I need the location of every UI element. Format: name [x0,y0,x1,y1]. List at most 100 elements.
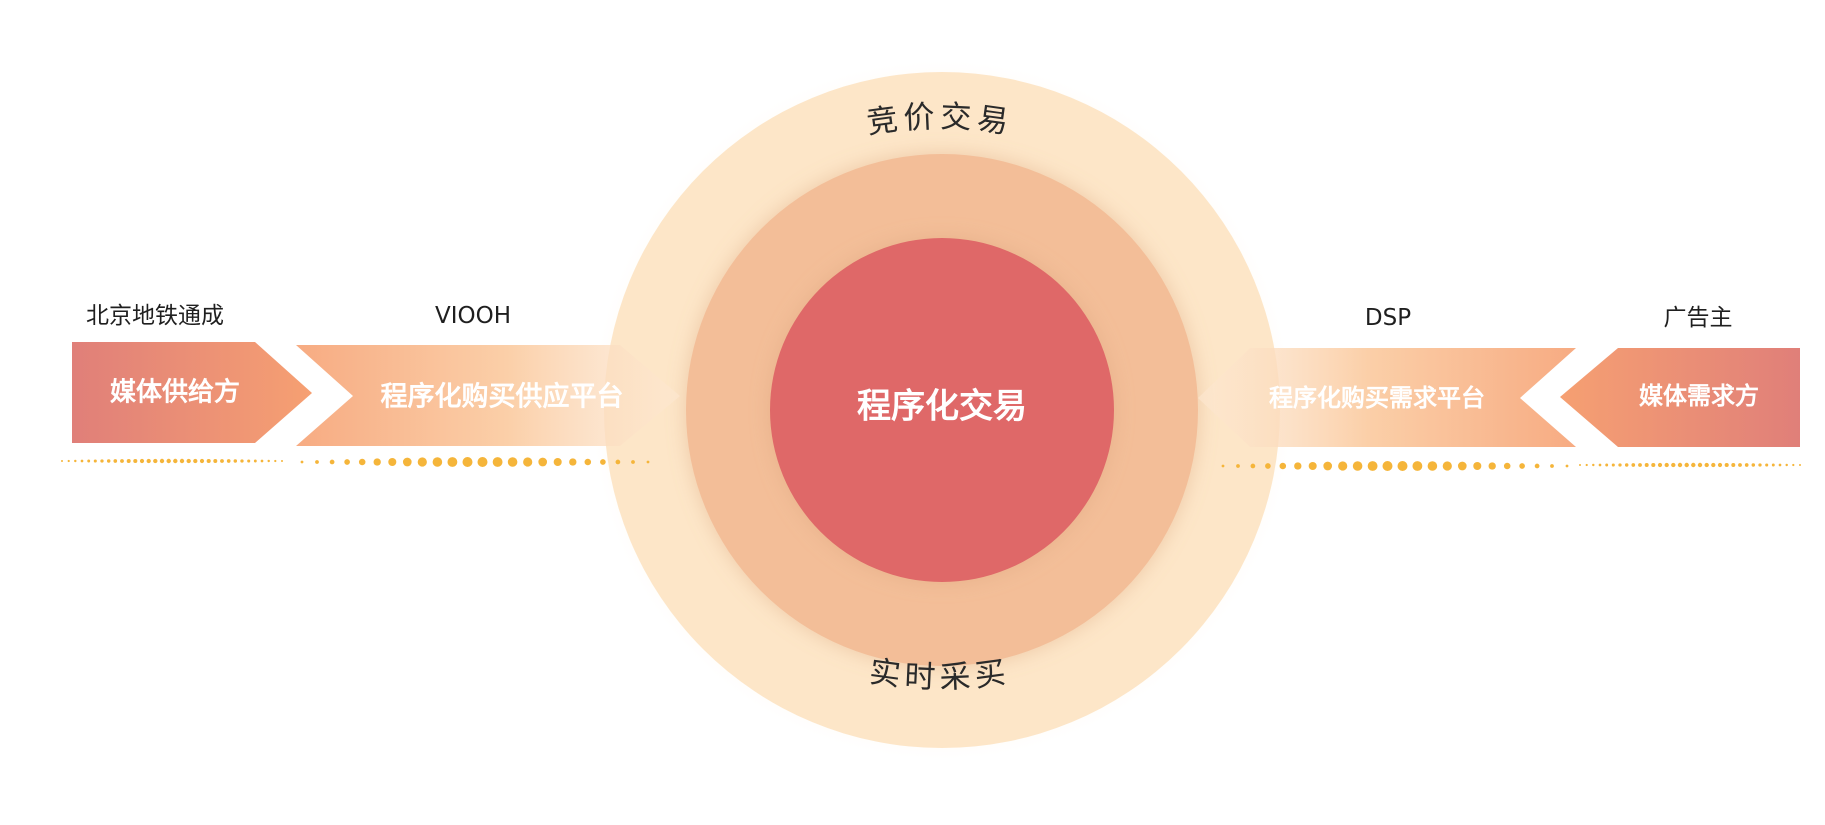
dot [1250,463,1256,469]
dot [166,458,171,464]
dot [388,457,397,467]
dot [281,460,283,462]
supply-platform-box-label: 程序化购买供应平台 [381,381,624,413]
dot [193,458,198,464]
dot [1611,463,1615,467]
dot [1338,461,1348,471]
dot [240,459,244,463]
dot [1765,463,1769,467]
dot [220,459,224,463]
dot [260,459,264,463]
dot [1771,463,1775,467]
dot [1618,463,1622,467]
dot [100,459,104,463]
dot [646,460,650,464]
dot [1644,463,1649,467]
dot [173,458,178,464]
dot [233,459,238,463]
demand-platform-name: DSP [1365,305,1411,331]
dot [1738,463,1742,467]
dot [1744,463,1749,467]
supplier-box [72,342,312,443]
ring-bottom-label: 实时采买 [867,654,1013,696]
dot [1624,463,1629,467]
dot [1631,463,1636,467]
ring-top-label: 竞价交易 [865,99,1016,141]
dot [1442,461,1452,471]
dot [553,457,562,467]
dot [179,458,185,464]
dotted-line-left-platform [300,457,650,467]
dot [402,457,412,467]
dot [1323,461,1333,471]
dot [1382,461,1393,471]
dot [1704,462,1709,468]
supplier-name: 北京地铁通成 [86,303,224,329]
dot [1651,462,1656,468]
dotted-line-left-supplier [61,458,283,464]
dot [67,459,70,463]
dot [159,458,165,464]
dot [1473,461,1482,471]
dot [1579,464,1581,466]
dot [1550,464,1554,468]
dot [139,458,145,464]
demand-box [1560,348,1800,447]
dot [631,460,635,464]
dot [569,458,577,466]
dot [523,457,533,467]
dot [1308,461,1317,471]
dot [1657,462,1663,468]
dot [432,457,443,467]
dot [1534,463,1540,469]
dot [477,457,488,467]
dot [373,458,381,466]
dot [1294,462,1302,470]
dot [126,459,131,463]
supply-platform-name: VIOOH [435,303,511,329]
dot [1799,464,1801,466]
dot [120,459,124,463]
dot [344,459,350,465]
dot [1717,462,1723,468]
dot [1427,461,1438,471]
dot [600,459,606,465]
supply-platform-box [296,345,680,446]
dot [1412,461,1423,471]
dotted-line-right-demand [1579,462,1801,468]
dot [1751,463,1756,467]
dot [1638,463,1642,467]
dot [1731,463,1736,467]
dot [1279,462,1287,470]
core-circle [770,238,1114,582]
dot [133,458,138,464]
dot [93,459,97,463]
dot [1691,462,1696,468]
dot [1724,462,1729,468]
dot [1503,462,1511,470]
dot [1785,463,1788,467]
dot [1236,464,1240,468]
demand-box-label: 媒体需求方 [1639,382,1759,410]
dot [492,457,503,467]
dot [1352,461,1363,471]
dot [1488,462,1496,470]
dot [1758,463,1762,467]
dot [199,458,205,464]
dot [315,460,319,464]
dot [1711,462,1716,468]
dot [447,457,458,467]
demand-name: 广告主 [1664,305,1733,331]
core-label: 程序化交易 [857,387,1027,427]
dot [417,457,427,467]
dot [1605,463,1609,467]
dot [1457,461,1467,471]
dot [300,460,304,464]
dot [462,457,473,467]
dot [74,459,77,463]
dot [1697,462,1703,468]
demand-platform-box-label: 程序化购买需求平台 [1269,384,1485,412]
dot [113,459,118,463]
dot [1367,461,1378,471]
dot [358,458,366,466]
